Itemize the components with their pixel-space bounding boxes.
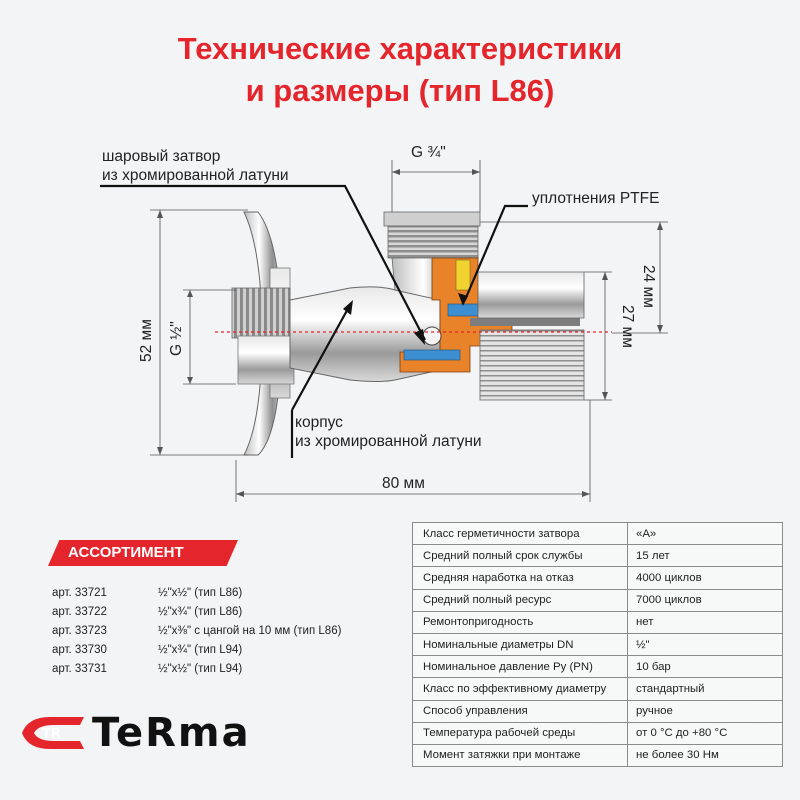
specs-table: Класс герметичности затвора«А» Средний п… [412,521,783,768]
title-line-1: Технические характеристики [177,31,623,66]
inlet-thread [231,287,291,339]
section-yellow [455,259,471,291]
handle-knurl [479,329,585,401]
article-number: арт. 33731 [52,663,107,675]
spec-value: от 0 °С до +80 °С [627,721,783,745]
spec-key: Способ управления [412,699,628,723]
article-description: ½"x¾" (тип L86) [158,606,243,618]
label-dim-27: 27 мм [619,305,636,348]
spec-value: не более 30 Нм [627,743,783,768]
label-ball-valve: шаровый затвор из хромированной латуни [102,147,289,185]
article-number: арт. 33721 [52,587,107,599]
spec-key: Средний полный срок службы [412,544,628,568]
article-description: ½"x½" (тип L94) [158,663,243,675]
article-description: ½"x⅜" с цангой на 10 мм (тип L86) [158,625,342,637]
brand-mark-icon: TR [22,717,84,749]
label-dim-80: 80 мм [382,475,425,492]
spec-value: 10 бар [627,655,783,679]
table-row: Номинальное давление Py (PN)10 бар [412,655,783,679]
section-blue-1 [403,349,461,361]
spec-key: Номинальные диаметры DN [412,632,628,657]
valve-drawing [100,160,668,502]
spec-key: Средняя наработка на отказ [412,566,628,590]
spec-value: ручное [627,699,783,723]
article-number: арт. 33730 [52,644,107,656]
title-line-2: и размеры (тип L86) [245,73,555,108]
outlet-nut [383,211,481,227]
spec-key: Средний полный ресурс [412,588,628,612]
page-title: Технические характеристики и размеры (ти… [0,28,800,112]
spec-value: стандартный [627,677,783,701]
outlet-thread [387,225,479,259]
spec-value: «А» [627,521,783,546]
list-item: арт. 33730 ½"x¾" (тип L94) [52,644,341,663]
leader-ball-valve [100,184,426,341]
handle-base [477,271,585,319]
spec-key: Номинальное давление Py (PN) [412,655,628,679]
label-g12: G ½" [168,321,185,356]
label-body-line1: корпус [295,414,343,431]
list-item: арт. 33722 ½"x¾" (тип L86) [52,606,341,625]
spec-key: Класс герметичности затвора [412,521,628,546]
label-body-line2: из хромированной латуни [295,433,482,450]
ball [422,326,442,346]
spec-value: 15 лет [627,544,783,568]
spec-value: 7000 циклов [627,588,783,612]
spec-value: ½" [627,632,783,657]
inlet-tube [237,335,295,385]
spec-key: Момент затяжки при монтаже [412,743,628,768]
table-row: Класс герметичности затвора«А» [412,521,783,546]
spec-key: Класс по эффективному диаметру [412,677,628,701]
article-number: арт. 33723 [52,625,107,637]
label-ball-valve-line2: из хромированной латуни [102,167,289,184]
list-item: арт. 33721 ½"x½" (тип L86) [52,587,341,606]
brand-logo: TR TeRma [20,710,251,756]
brand-mark-text: TR [42,727,61,742]
label-dim-24: 24 мм [640,265,657,308]
label-ball-valve-line1: шаровый затвор [102,148,221,165]
label-ptfe: уплотнения PTFE [532,190,660,207]
list-item: арт. 33731 ½"x½" (тип L94) [52,663,341,682]
spec-value: 4000 циклов [627,566,783,590]
label-body: корпус из хромированной латуни [295,413,482,451]
label-dim-52: 52 мм [138,319,155,362]
assortment-list: арт. 33721 ½"x½" (тип L86) арт. 33722 ½"x¾… [52,587,341,682]
leader-ptfe [463,204,528,301]
article-number: арт. 33722 [52,606,107,618]
section-stem [470,318,580,326]
assortment-heading: АССОРТИМЕНТ [48,540,238,566]
spec-key: Температура рабочей среды [412,721,628,745]
spec-value: нет [627,610,783,634]
article-description: ½"x¾" (тип L94) [158,644,243,656]
leader-body [290,304,351,458]
article-description: ½"x½" (тип L86) [158,587,243,599]
list-item: арт. 33723 ½"x⅜" с цангой на 10 мм (тип L… [52,625,341,644]
label-g34: G ¾" [411,144,446,161]
brand-name: TeRma [92,710,251,756]
spec-key: Ремонтопригодность [412,610,628,634]
